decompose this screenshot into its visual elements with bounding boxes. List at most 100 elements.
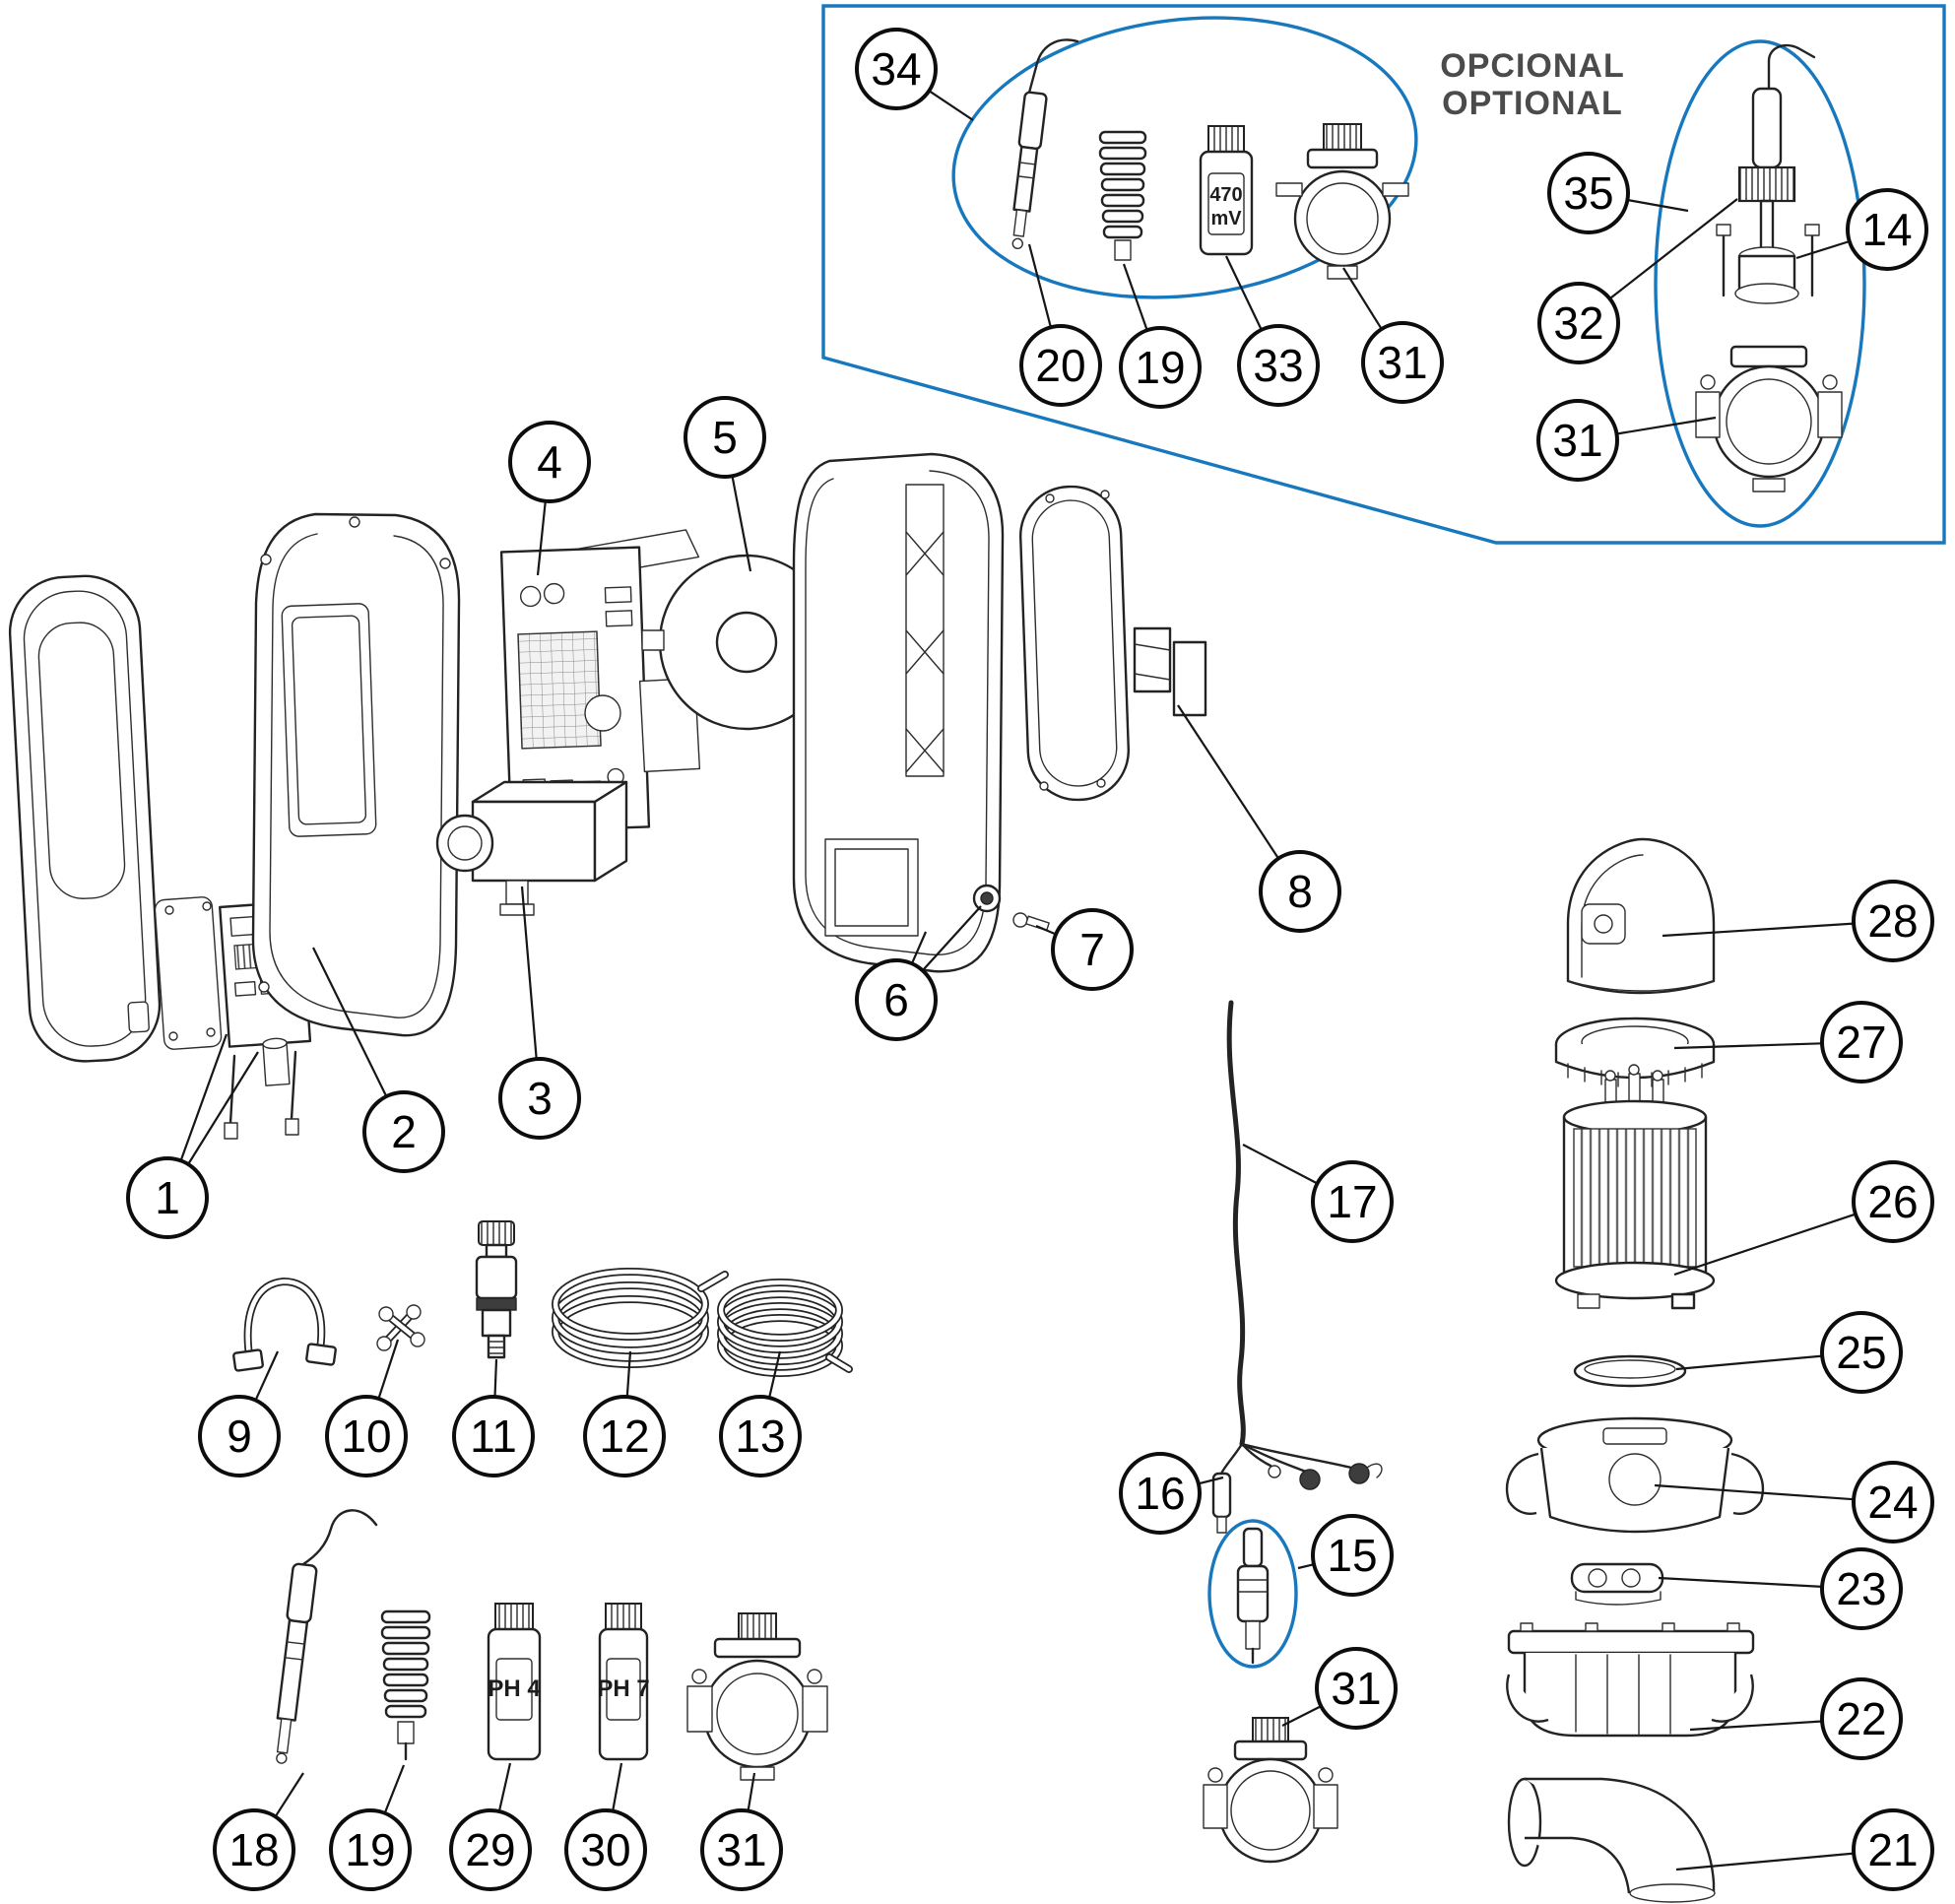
part-display-gasket [154,896,223,1050]
callout-number: 25 [1836,1327,1886,1378]
callout-leader-c25 [1675,1354,1823,1371]
callout-c28: 28 [1852,880,1934,962]
part-locking-plate [1570,1562,1664,1606]
callout-number: 30 [580,1824,630,1875]
callout-number: 5 [712,412,738,463]
callout-leader-c31a [1342,267,1383,330]
callout-leader-c19a [1122,263,1148,331]
callout-number: 8 [1287,866,1313,917]
part-ph7-bottle: PH 7 [597,1603,650,1761]
part-electrode-gland-spare [380,1609,431,1761]
part-back-plate [1018,485,1207,802]
callout-leader-c31c [1281,1705,1322,1727]
part-calibration-bottle-470mv: 470 mV [1199,125,1254,256]
part-screw [1012,912,1050,932]
part-tube-coil-large [552,1268,729,1368]
callout-leader-c10 [377,1339,400,1400]
callout-number: 6 [883,974,909,1025]
callout-leader-c20 [1027,243,1052,328]
callout-number: 31 [716,1824,766,1875]
part-redox-electrode-assembly [1695,43,1843,492]
callout-leader-c19b [383,1764,406,1814]
callout-c25: 25 [1820,1311,1903,1394]
callout-c10: 10 [325,1395,408,1477]
optional-label-es: OPCIONAL [1440,47,1624,85]
part-tube-coil-small [717,1279,853,1377]
callout-c26: 26 [1852,1160,1934,1243]
callout-c5: 5 [684,396,766,479]
part-redox-electrode-small [1011,38,1079,250]
part-ph-electrode-spare [276,1509,378,1764]
callout-leader-c29 [497,1762,512,1812]
part-front-housing [251,512,461,1037]
callout-leader-c4 [536,500,547,576]
callout-number: 17 [1327,1176,1377,1227]
callout-number: 33 [1253,340,1303,391]
callout-leader-c27 [1673,1042,1823,1050]
callout-c19a: 19 [1119,326,1202,409]
callout-leader-c7 [1035,924,1057,936]
callout-number: 31 [1552,415,1602,466]
callout-leader-c15 [1297,1563,1315,1570]
optional-label-en: OPTIONAL [1442,85,1623,122]
callout-leader-c28 [1662,922,1855,938]
callout-number: 21 [1867,1824,1918,1875]
callout-leader-c22 [1689,1720,1823,1732]
part-electrode-gland-kit [1098,130,1147,261]
callout-number: 14 [1861,204,1912,255]
callout-c27: 27 [1820,1001,1903,1083]
callout-number: 19 [1135,342,1185,393]
callout-number: 12 [599,1411,649,1462]
part-injection-valve [475,1220,518,1359]
callout-number: 31 [1377,337,1427,388]
callout-number: 22 [1836,1693,1886,1744]
callout-number: 27 [1836,1017,1886,1068]
callout-leader-c11 [493,1358,498,1398]
callout-leader-c18 [274,1772,304,1817]
bottle-470-label: 470 [1209,184,1242,206]
callout-number: 28 [1867,895,1918,947]
ph4-label: PH 4 [488,1675,541,1702]
callout-c20: 20 [1019,324,1102,407]
part-clamp-saddle-kit [1275,123,1409,280]
callout-c4: 4 [508,421,591,503]
part-u-tube [232,1277,337,1372]
callout-leader-c9 [254,1350,280,1402]
callout-c34: 34 [855,28,938,110]
callout-number: 16 [1135,1468,1185,1519]
callout-c2: 2 [362,1090,445,1173]
callout-number: 23 [1836,1563,1886,1614]
callout-c12: 12 [583,1395,666,1477]
callout-number: 29 [465,1824,515,1875]
part-cell-ring-nut [1554,1017,1716,1087]
callout-leader-c35 [1627,198,1689,213]
callout-leader-c34 [928,90,974,121]
callout-leader-c3 [520,886,538,1060]
callout-c31a: 31 [1361,321,1444,404]
callout-c32: 32 [1537,282,1620,364]
callout-number: 1 [155,1172,180,1223]
part-back-housing [792,452,1005,973]
callout-c3: 3 [498,1057,581,1140]
callout-c22: 22 [1820,1677,1903,1760]
callout-number: 13 [735,1411,785,1462]
callout-c30: 30 [564,1808,647,1891]
callout-c9: 9 [198,1395,281,1477]
callout-leader-c13 [768,1350,782,1399]
callout-leader-c8 [1177,704,1280,860]
callout-c7: 7 [1051,908,1134,991]
callout-c19b: 19 [329,1808,412,1891]
callout-number: 32 [1553,297,1603,349]
callout-leader-c1 [187,1051,259,1165]
callout-c31d: 31 [1536,399,1619,482]
part-ph4-bottle: PH 4 [487,1603,541,1761]
callout-number: 9 [227,1411,252,1462]
callout-number: 7 [1079,924,1105,975]
callout-leader-c21 [1675,1852,1855,1871]
part-toroid-transformer [641,554,835,731]
callout-leader-c2 [312,947,388,1097]
bottle-470-label-unit: mV [1210,208,1242,230]
